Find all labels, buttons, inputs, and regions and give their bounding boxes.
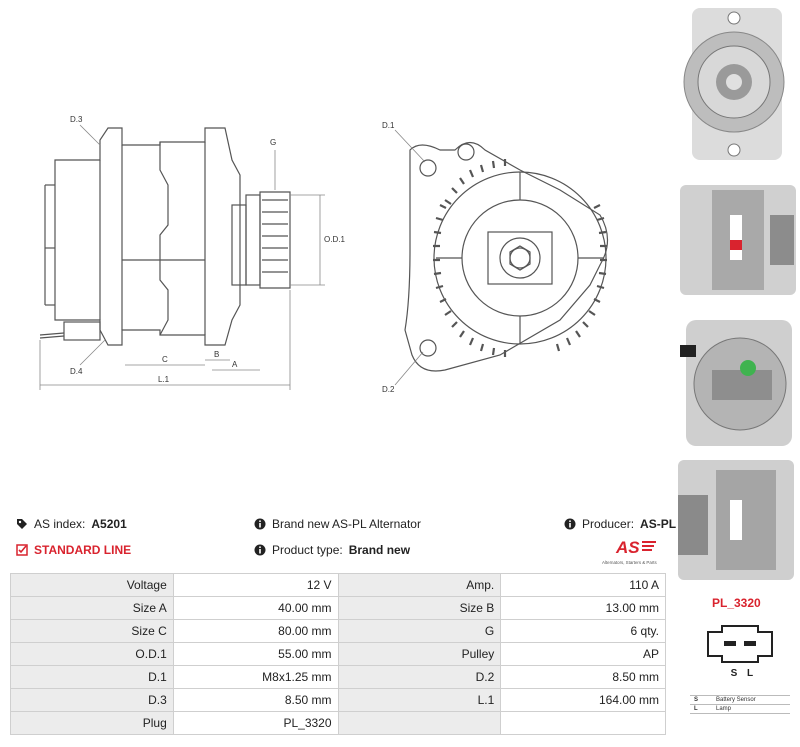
standard-line-label: STANDARD LINE bbox=[34, 543, 132, 557]
label-a: A bbox=[232, 360, 238, 369]
spec-label: D.2 bbox=[337, 665, 502, 689]
label-c: C bbox=[162, 355, 168, 364]
alternator-side-photo bbox=[680, 185, 796, 295]
label-b: B bbox=[214, 350, 219, 359]
label-d2: D.2 bbox=[382, 385, 395, 394]
spec-label: Size B bbox=[337, 596, 502, 620]
spec-value: 110 A bbox=[500, 573, 666, 597]
product-photos bbox=[678, 8, 796, 580]
brand-text: Brand new AS-PL Alternator bbox=[272, 517, 421, 531]
spec-label: L.1 bbox=[337, 688, 502, 712]
spec-label: G bbox=[337, 619, 502, 643]
alternator-rear-photo bbox=[680, 320, 792, 446]
pulley-side bbox=[259, 191, 291, 289]
technical-drawing: D.3 D.4 G O.D.1 B A C L.1 D.1 D.2 bbox=[39, 115, 609, 394]
as-pl-logo: AS Alternators, Starters & Parts bbox=[602, 538, 657, 565]
alternator-side2-photo bbox=[678, 460, 794, 580]
plug-title: PL_3320 bbox=[712, 596, 761, 610]
side-view bbox=[39, 124, 325, 390]
spec-value: 80.00 mm bbox=[172, 619, 339, 643]
product-type-row: Product type: Brand new bbox=[254, 543, 410, 557]
as-index-label: AS index: bbox=[34, 517, 86, 531]
legend-desc: Battery Sensor bbox=[716, 697, 756, 703]
legend-code: L bbox=[694, 706, 698, 712]
spec-label: Voltage bbox=[10, 573, 174, 597]
spec-label: Size C bbox=[10, 619, 174, 643]
spec-label: D.1 bbox=[10, 665, 174, 689]
spec-value: 164.00 mm bbox=[500, 688, 666, 712]
spec-value: 55.00 mm bbox=[172, 642, 339, 666]
legend-row: S Battery Sensor bbox=[690, 695, 790, 704]
spec-label: O.D.1 bbox=[10, 642, 174, 666]
legend-code: S bbox=[694, 697, 699, 703]
legend-desc: Lamp bbox=[716, 706, 732, 712]
producer-row: Producer: AS-PL bbox=[564, 517, 676, 531]
plug-connector-diagram: S L bbox=[707, 625, 773, 679]
label-d3: D.3 bbox=[70, 115, 83, 124]
table-row: Size C 80.00 mm G 6 qty. bbox=[10, 619, 666, 643]
label-d4: D.4 bbox=[70, 367, 83, 376]
producer-label: Producer: bbox=[582, 517, 635, 531]
info-icon bbox=[564, 518, 576, 530]
spec-value: 8.50 mm bbox=[172, 688, 339, 712]
logo-tagline: Alternators, Starters & Parts bbox=[602, 560, 657, 565]
alternator-front-photo bbox=[683, 8, 785, 160]
spec-value: AP bbox=[500, 642, 666, 666]
standard-line-row: STANDARD LINE bbox=[16, 543, 131, 557]
spec-value: 8.50 mm bbox=[500, 665, 666, 689]
spec-value: M8x1.25 mm bbox=[172, 665, 339, 689]
label-d1: D.1 bbox=[382, 121, 395, 130]
logo-mark: AS bbox=[615, 538, 640, 557]
info-icon bbox=[254, 518, 266, 530]
plug-pin-s: S bbox=[731, 668, 738, 679]
spec-value: PL_3320 bbox=[172, 711, 339, 735]
spec-table: Voltage 12 V Amp. 110 A Size A 40.00 mm … bbox=[10, 573, 666, 735]
product-type-value: Brand new bbox=[348, 543, 411, 557]
plug-legend: S Battery Sensor L Lamp bbox=[690, 695, 790, 714]
table-row: Voltage 12 V Amp. 110 A bbox=[10, 573, 666, 597]
spec-label bbox=[337, 711, 502, 735]
table-row: Size A 40.00 mm Size B 13.00 mm bbox=[10, 596, 666, 620]
label-g: G bbox=[270, 138, 276, 147]
as-index-row: AS index: A5201 bbox=[16, 517, 127, 531]
info-icon bbox=[254, 544, 266, 556]
spec-value: 12 V bbox=[172, 573, 339, 597]
spec-value: 40.00 mm bbox=[172, 596, 339, 620]
legend-row: L Lamp bbox=[690, 704, 790, 714]
brand-row: Brand new AS-PL Alternator bbox=[254, 517, 421, 531]
spec-value: 6 qty. bbox=[500, 619, 666, 643]
front-view bbox=[394, 129, 609, 386]
table-row: Plug PL_3320 bbox=[10, 711, 666, 735]
tag-icon bbox=[17, 519, 27, 529]
spec-label: Amp. bbox=[337, 573, 502, 597]
table-row: D.3 8.50 mm L.1 164.00 mm bbox=[10, 688, 666, 712]
spec-label: D.3 bbox=[10, 688, 174, 712]
table-row: O.D.1 55.00 mm Pulley AP bbox=[10, 642, 666, 666]
spec-value: 13.00 mm bbox=[500, 596, 666, 620]
label-l1: L.1 bbox=[158, 375, 170, 384]
spec-label: Size A bbox=[10, 596, 174, 620]
producer-value: AS-PL bbox=[640, 517, 677, 531]
spec-value bbox=[500, 711, 666, 735]
checkbox-checked-icon bbox=[16, 544, 28, 556]
label-od1: O.D.1 bbox=[324, 235, 345, 244]
product-type-label: Product type: bbox=[272, 543, 343, 557]
spec-label: Pulley bbox=[337, 642, 502, 666]
plug-pin-l: L bbox=[747, 668, 753, 679]
table-row: D.1 M8x1.25 mm D.2 8.50 mm bbox=[10, 665, 666, 689]
spec-label: Plug bbox=[10, 711, 174, 735]
as-index-value: A5201 bbox=[91, 517, 127, 531]
